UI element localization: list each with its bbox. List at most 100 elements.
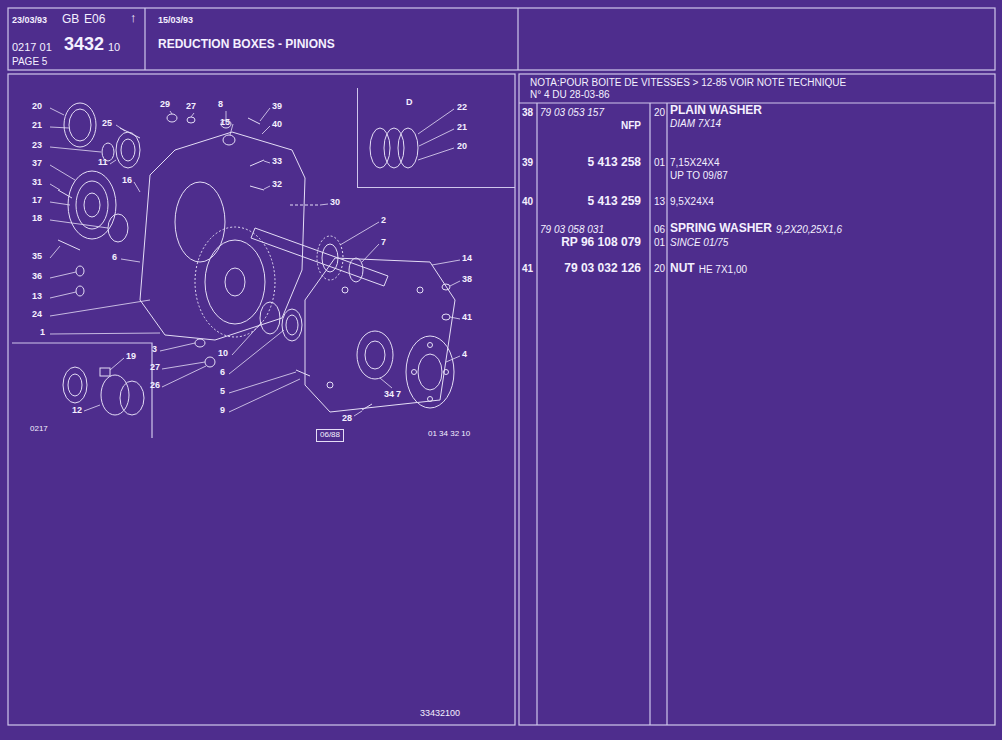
callout-number: 23: [32, 141, 42, 151]
callout-number: 20: [32, 102, 42, 112]
gear: [205, 240, 265, 324]
leader-line: [84, 405, 100, 411]
sub-number: 10: [108, 41, 120, 53]
bearing: [120, 381, 144, 415]
part-spec: 9,5X24X4: [670, 196, 714, 207]
nut: [187, 117, 195, 123]
drawing-ref: 01 34 32 10: [428, 430, 470, 439]
leader-line: [134, 182, 140, 192]
callout-number: 35: [32, 252, 42, 262]
washer: [76, 266, 84, 276]
callout-number: 6: [220, 368, 225, 378]
drawing-ref: 0217: [30, 425, 48, 434]
pin: [296, 370, 310, 376]
leader-line: [50, 272, 76, 278]
ring: [108, 214, 128, 242]
bolt-hole: [412, 370, 417, 375]
ring: [68, 374, 82, 396]
page-title: REDUCTION BOXES - PINIONS: [158, 38, 335, 51]
bolt-hole: [428, 397, 433, 402]
part-number: 5 413 259: [588, 195, 641, 208]
leader-lines: [50, 108, 460, 416]
callout-number: 24: [32, 310, 42, 320]
bolt-hole: [444, 370, 449, 375]
bearing: [282, 309, 302, 341]
callout-number: 21: [457, 123, 467, 133]
boss: [357, 331, 393, 379]
table-note: NOTA:POUR BOITE DE VITESSES > 12-85 VOIR…: [530, 77, 846, 88]
callout-number: 30: [330, 198, 340, 208]
leader-line: [229, 372, 296, 393]
callout-number: 19: [126, 352, 136, 362]
leader-line: [229, 379, 300, 412]
ring: [398, 128, 418, 168]
leader-line: [50, 300, 150, 316]
callout-number: 6: [112, 253, 117, 263]
callout-number: 27: [150, 363, 160, 373]
leader-line: [354, 411, 362, 416]
group-number: 3432: [64, 35, 104, 55]
table-column-rule: [536, 103, 537, 725]
cover: [76, 181, 108, 229]
leader-line: [50, 165, 75, 180]
leader-line: [230, 124, 233, 135]
bearing: [349, 258, 363, 282]
bearing: [121, 139, 135, 161]
callout-number: 7: [396, 390, 401, 400]
detail-letter: D: [406, 98, 413, 108]
date: 15/03/93: [158, 16, 193, 26]
table-note: N° 4 DU 28-03-86: [530, 89, 610, 100]
part-spec: 9,2X20,25X1,6: [776, 224, 842, 235]
callout-number: 14: [462, 254, 472, 264]
callout-number: 16: [122, 176, 132, 186]
callout-number: 27: [186, 102, 196, 112]
part-number: 79 03 053 157: [540, 107, 604, 118]
catalogue-ref: 0217 01: [12, 41, 52, 53]
date: 23/03/93: [12, 16, 47, 26]
nut: [76, 286, 84, 296]
seal-ring: [69, 109, 91, 141]
leader-line: [418, 148, 454, 160]
quantity-code: 06: [654, 224, 665, 235]
bolt: [250, 160, 264, 166]
validity-note: SINCE 01/75: [670, 237, 728, 248]
cover: [68, 171, 116, 239]
leader-line: [50, 246, 60, 258]
language-code: GB: [62, 13, 79, 26]
bearing: [286, 315, 298, 335]
leader-line: [260, 108, 270, 121]
callout-number: 20: [457, 142, 467, 152]
leader-line: [380, 378, 392, 388]
callout-number: 4: [462, 350, 467, 360]
callout-number: 26: [150, 381, 160, 391]
arrow-symbol: ↑: [130, 11, 137, 25]
item-number: 40: [522, 196, 533, 207]
leader-line: [264, 186, 270, 189]
leader-line: [432, 260, 460, 265]
part-spec: 7,15X24X4: [670, 157, 720, 168]
validity-note: UP TO 09/87: [670, 170, 728, 181]
quantity-code: 01: [654, 157, 665, 168]
header-divider: [144, 8, 145, 70]
callout-number: 22: [457, 103, 467, 113]
part-name: PLAIN WASHER: [670, 104, 762, 117]
callout-number: 29: [160, 100, 170, 110]
bolt: [58, 240, 80, 250]
cover-plate: [305, 258, 455, 412]
flange: [406, 336, 454, 408]
callout-number: 21: [32, 121, 42, 131]
leader-line: [110, 160, 116, 164]
leader-line: [50, 292, 76, 298]
bolt-hole: [327, 382, 333, 388]
leader-line: [50, 147, 101, 152]
callout-number: 40: [272, 120, 282, 130]
leader-line: [419, 129, 454, 146]
callout-number: 10: [218, 349, 228, 359]
bolt: [362, 404, 372, 410]
bearing: [116, 132, 140, 168]
part-name: NUT: [670, 262, 695, 275]
housing: [140, 132, 305, 340]
leader-line: [50, 127, 69, 128]
leader-line: [170, 111, 172, 114]
leader-line: [418, 109, 454, 134]
